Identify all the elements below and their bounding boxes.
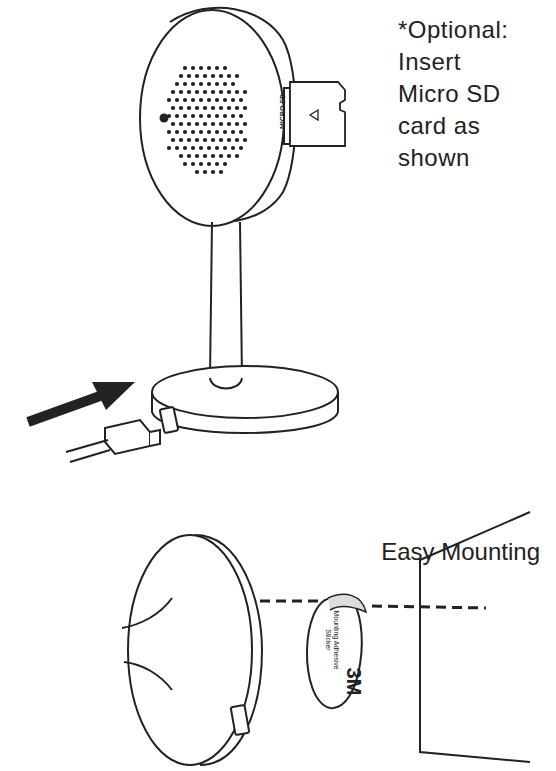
section-heading: Easy Mounting bbox=[320, 538, 540, 566]
micro-sd-card bbox=[290, 82, 345, 146]
speaker-holes bbox=[167, 66, 247, 174]
disc-contour bbox=[122, 598, 172, 690]
usb-tip bbox=[150, 430, 160, 446]
camera-neck bbox=[210, 222, 242, 378]
base-top bbox=[152, 366, 338, 418]
callout-note: *Optional: Insert Micro SD card as shown bbox=[398, 14, 518, 174]
brand-mark: 3M bbox=[342, 665, 365, 699]
disc-face bbox=[128, 535, 252, 765]
insert-arrow-shaft bbox=[28, 396, 100, 422]
usb-port bbox=[160, 407, 179, 433]
lens-dot bbox=[160, 114, 169, 123]
alignment-line bbox=[260, 601, 486, 608]
usb-cable bbox=[66, 440, 110, 462]
disc-port bbox=[231, 705, 250, 735]
neck-foot bbox=[210, 378, 242, 389]
insert-arrow-head bbox=[92, 382, 135, 410]
slot-label: MICRO SD bbox=[279, 82, 286, 142]
sticker-text: Mounting Adhesive Sticker bbox=[324, 608, 340, 672]
camera-face bbox=[140, 10, 284, 226]
usb-plug bbox=[105, 420, 150, 454]
sticker-peel bbox=[328, 594, 366, 612]
card-arrow bbox=[310, 110, 318, 120]
